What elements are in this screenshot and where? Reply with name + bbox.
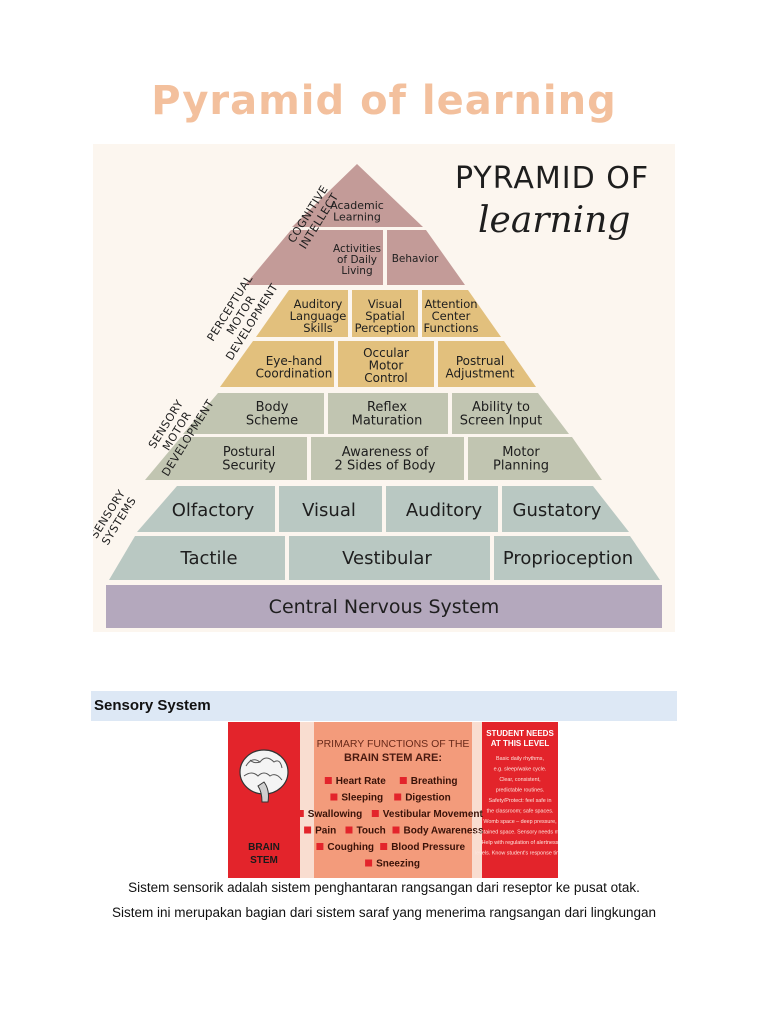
- brain-stem-infographic: BRAIN STEM PRIMARY FUNCTIONS OF THE BRAI…: [228, 722, 565, 878]
- cell-auditory-language: [256, 290, 348, 337]
- body-paragraph-line-1: Sistem sensorik adalah sistem penghantar…: [128, 880, 640, 895]
- cell-behavior: [387, 230, 465, 285]
- label-vestibular: Vestibular: [342, 548, 432, 569]
- function-item: Breathing: [411, 776, 458, 787]
- function-item: Vestibular Movement: [383, 809, 484, 820]
- cell-auditory: [386, 486, 498, 532]
- function-item: Digestion: [405, 793, 451, 804]
- function-item: Touch: [357, 826, 386, 837]
- label-proprioception: Proprioception: [503, 548, 633, 569]
- function-item: Sneezing: [376, 859, 420, 870]
- cell-postrual-adjustment: [438, 341, 536, 387]
- pyramid-heading-script: learning: [478, 200, 630, 241]
- function-bullet: [316, 843, 324, 850]
- function-bullet: [345, 826, 353, 834]
- section-heading-text: Sensory System: [94, 697, 211, 714]
- label-tactile: Tactile: [179, 548, 237, 569]
- cell-body-scheme: [183, 393, 324, 434]
- cell-gustatory: [502, 486, 629, 532]
- cell-olfactory: [137, 486, 275, 532]
- functions-heading-2: BRAIN STEM ARE:: [344, 752, 442, 764]
- label-gustatory: Gustatory: [513, 500, 602, 521]
- cell-visual: [279, 486, 382, 532]
- cell-reflex-maturation: [328, 393, 448, 434]
- function-bullet: [392, 826, 400, 834]
- cell-occular-motor: [338, 341, 434, 387]
- cell-eye-hand: [220, 341, 334, 387]
- brain-icon: [239, 749, 289, 803]
- cell-proprioception: [494, 536, 660, 580]
- brain-stem-label-2: STEM: [250, 855, 278, 866]
- function-bullet: [380, 843, 388, 850]
- brain-panel-right: [482, 722, 558, 878]
- cell-vestibular: [289, 536, 490, 580]
- label-auditory: Auditory: [406, 500, 483, 521]
- section-heading-sensory-system: Sensory System: [91, 691, 677, 721]
- brain-stem-label-1: BRAIN: [248, 842, 280, 853]
- label-behavior: Behavior: [392, 253, 439, 265]
- cell-tactile: [109, 536, 285, 580]
- cell-visual-spatial: [352, 290, 418, 337]
- function-bullet: [365, 859, 373, 867]
- cell-attention-center: [422, 290, 501, 337]
- needs-text: Basic daily rhythms,e.g. sleep/wake cycl…: [475, 756, 558, 857]
- cell-two-sides: [311, 437, 464, 480]
- function-bullet: [330, 793, 338, 801]
- functions-heading-1: PRIMARY FUNCTIONS OF THE: [317, 738, 470, 750]
- cell-screen-input: [452, 393, 569, 434]
- function-bullet: [371, 810, 379, 817]
- function-bullet: [296, 810, 304, 817]
- body-paragraph-line-2: Sistem ini merupakan bagian dari sistem …: [111, 905, 657, 920]
- cell-activities-daily-living: [245, 230, 383, 285]
- label-visual: Visual: [302, 500, 356, 521]
- label-olfactory: Olfactory: [172, 500, 255, 521]
- function-item: Pain: [315, 826, 336, 837]
- brain-panel-center: [314, 722, 472, 878]
- page-title: Pyramid of learning: [151, 78, 617, 124]
- function-bullet: [324, 777, 332, 784]
- cell-academic-learning: [292, 164, 423, 227]
- cell-motor-planning: [468, 437, 602, 480]
- function-item: Sleeping: [341, 793, 383, 804]
- cell-central-nervous-system: [106, 585, 662, 628]
- function-bullet: [304, 826, 312, 834]
- function-item: Body Awareness: [404, 826, 484, 837]
- pyramid-heading: PYRAMID OF: [455, 161, 649, 196]
- function-item: Heart Rate: [336, 776, 386, 787]
- label-central-nervous-system: Central Nervous System: [269, 596, 500, 618]
- function-item: Coughing: [327, 842, 374, 853]
- function-bullet: [399, 777, 407, 784]
- function-item: Swallowing: [308, 809, 362, 820]
- function-bullet: [394, 793, 402, 801]
- function-item: Blood Pressure: [391, 842, 465, 853]
- cell-postural-security: [145, 437, 307, 480]
